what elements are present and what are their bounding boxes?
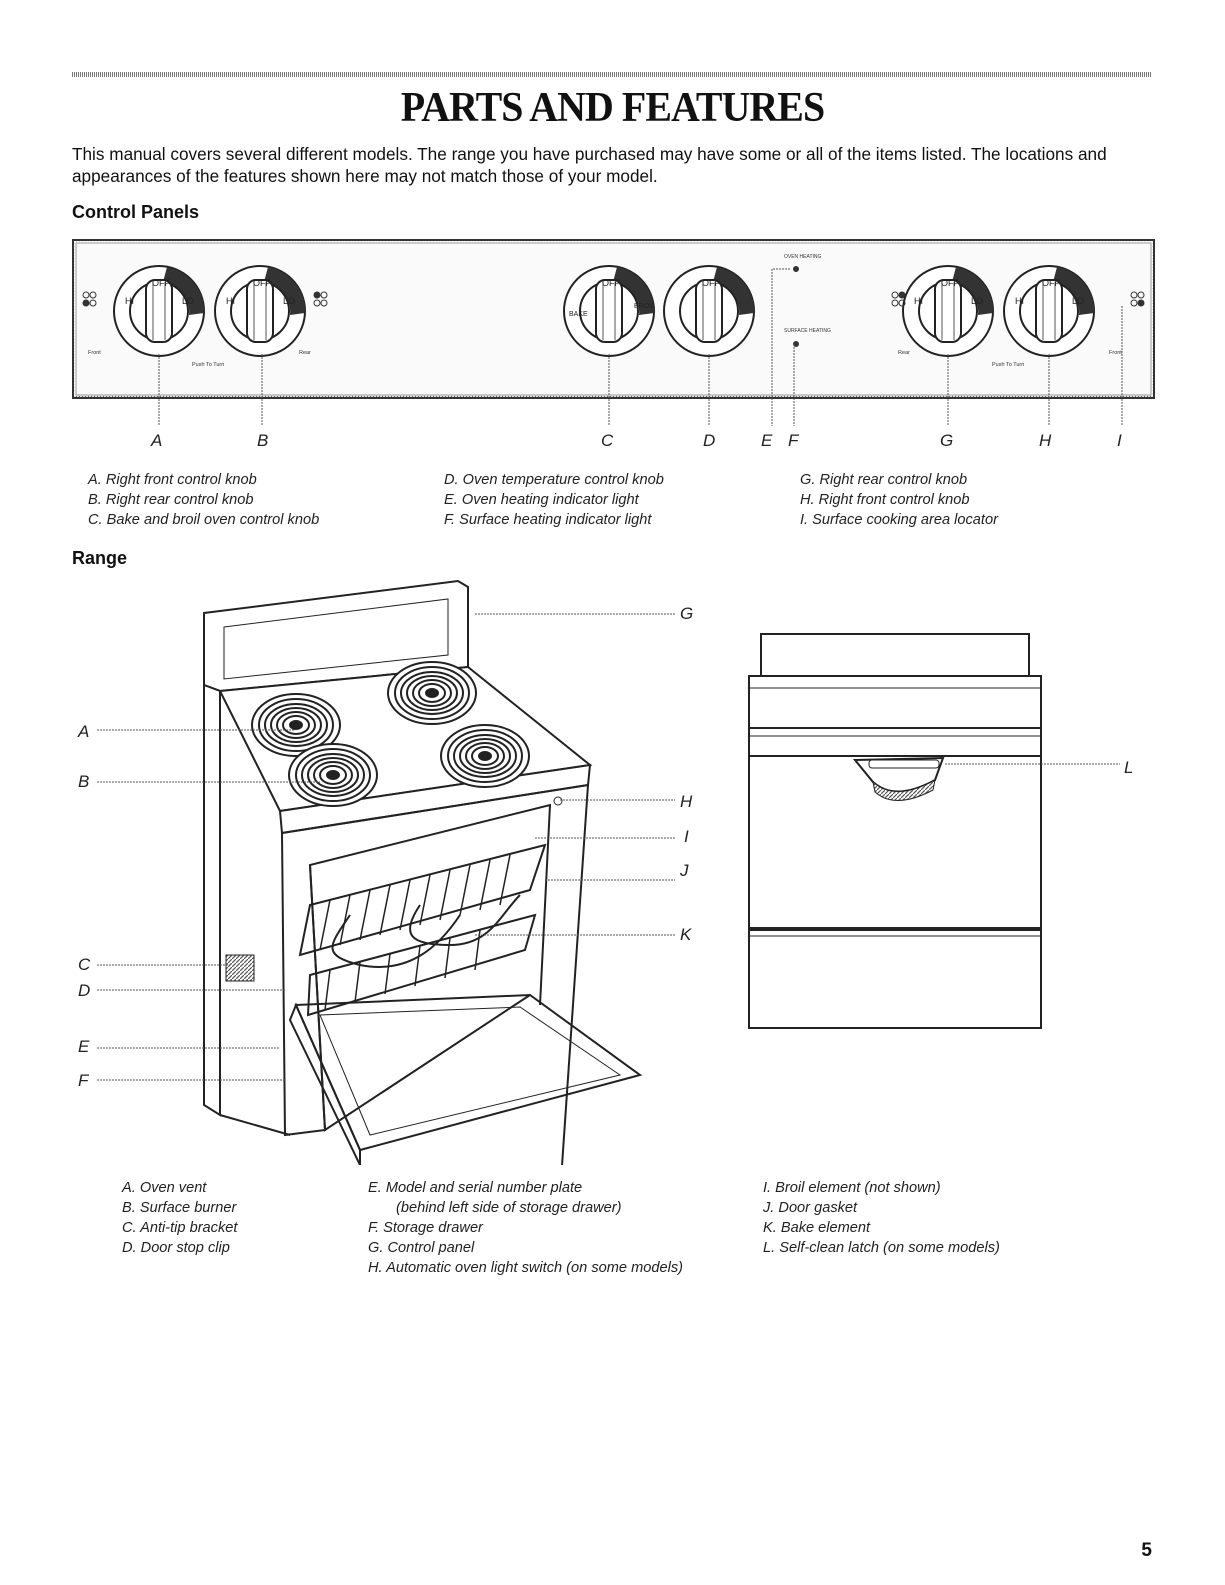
- cp-captions-col2: D. Oven temperature control knob E. Oven…: [444, 470, 664, 530]
- knob-b-off-label: OFF: [253, 278, 271, 288]
- caption-line: L. Self-clean latch (on some models): [763, 1240, 1000, 1256]
- surface-heating-label: SURFACE HEATING: [784, 328, 831, 334]
- range-captions-col1: A. Oven vent B. Surface burner C. Anti-t…: [122, 1178, 237, 1258]
- range-leader-lines: [97, 613, 675, 1081]
- caption-line: F. Storage drawer: [368, 1220, 483, 1236]
- knob-b-lo-label: LO: [283, 296, 295, 306]
- caption-line: D. Oven temperature control knob: [444, 472, 664, 488]
- knob-g-off-label: OFF: [941, 278, 959, 288]
- range-letter-j: J: [680, 861, 689, 880]
- caption-line: K. Bake element: [763, 1220, 871, 1236]
- knob-h-hi-label: HI: [1015, 296, 1024, 306]
- cp-letter-g: G: [940, 431, 954, 450]
- caption-line: I. Broil element (not shown): [763, 1180, 941, 1196]
- knob-c-bake-label: BAKE: [569, 311, 588, 318]
- cp-captions-col1: A. Right front control knob B. Right rea…: [88, 470, 319, 530]
- knob-c-broil-label: BROIL: [634, 303, 655, 310]
- caption-line: A. Oven vent: [122, 1180, 207, 1196]
- knob-b-hi-label: HI: [226, 296, 235, 306]
- caption-line: I. Surface cooking area locator: [800, 512, 998, 528]
- caption-line: A. Right front control knob: [88, 472, 257, 488]
- push-to-turn-left: Push To Turn: [192, 362, 224, 368]
- cp-letter-f: F: [788, 431, 799, 450]
- knob-g-hi-label: HI: [914, 296, 923, 306]
- caption-line: E. Oven heating indicator light: [444, 492, 639, 508]
- control-panels-heading: Control Panels: [72, 202, 200, 222]
- page-number: 5: [1141, 1540, 1152, 1561]
- cp-letter-c: C: [601, 431, 614, 450]
- range-heading: Range: [72, 548, 128, 568]
- caption-line: D. Door stop clip: [122, 1240, 230, 1256]
- range-letter-e: E: [78, 1037, 90, 1056]
- caption-line: F. Surface heating indicator light: [444, 512, 652, 528]
- caption-line: B. Right rear control knob: [88, 492, 254, 508]
- range-letter-b: B: [78, 772, 90, 791]
- range-letter-g: G: [680, 604, 694, 623]
- oven-heating-label: OVEN HEATING: [784, 254, 822, 260]
- range-letter-a: A: [78, 722, 90, 741]
- rear-label-right: Rear: [898, 350, 910, 356]
- cp-letter-i: I: [1117, 431, 1122, 450]
- range-front-view: [748, 633, 1120, 1029]
- rear-label-left: Rear: [299, 350, 311, 356]
- cp-letter-a: A: [151, 431, 163, 450]
- range-letter-d: D: [78, 981, 91, 1000]
- knob-a-off-label: OFF: [152, 278, 170, 288]
- knob-g-lo-label: LO: [971, 296, 983, 306]
- range-letter-f: F: [78, 1071, 89, 1090]
- cp-letter-d: D: [703, 431, 716, 450]
- caption-line: B. Surface burner: [122, 1200, 237, 1216]
- knob-h-off-label: OFF: [1042, 278, 1060, 288]
- cp-letter-h: H: [1039, 431, 1052, 450]
- range-letter-c: C: [78, 955, 91, 974]
- range-letter-h: H: [680, 792, 693, 811]
- caption-line: C. Anti-tip bracket: [122, 1220, 238, 1236]
- front-label-right: Front: [1109, 350, 1122, 356]
- push-to-turn-right: Push To Turn: [992, 362, 1024, 368]
- range-illustration: [203, 579, 643, 1165]
- caption-line: (behind left side of storage drawer): [396, 1200, 622, 1216]
- control-panel-illustration: OFF HI LO OFF HI LO OFF BAKE BROIL OFF O…: [72, 239, 1155, 426]
- caption-line: G. Control panel: [368, 1240, 475, 1256]
- caption-line: G. Right rear control knob: [800, 472, 968, 488]
- knob-d-off-label: OFF: [702, 278, 720, 288]
- range-captions-col2: E. Model and serial number plate (behind…: [368, 1178, 683, 1278]
- range-captions-col3: I. Broil element (not shown) J. Door gas…: [763, 1178, 1000, 1258]
- knob-h-lo-label: LO: [1072, 296, 1084, 306]
- caption-line: E. Model and serial number plate: [368, 1180, 583, 1196]
- cp-captions-col3: G. Right rear control knob H. Right fron…: [800, 470, 998, 530]
- front-label-left: Front: [88, 350, 101, 356]
- caption-line: J. Door gasket: [763, 1200, 858, 1216]
- top-rule: [72, 72, 1152, 77]
- range-letter-l: L: [1124, 758, 1134, 777]
- knob-c-off-label: OFF: [602, 278, 620, 288]
- range-letter-k: K: [680, 925, 692, 944]
- range-letter-i: I: [684, 827, 689, 846]
- intro-paragraph: This manual covers several different mod…: [72, 144, 1107, 186]
- caption-line: H. Right front control knob: [800, 492, 970, 508]
- caption-line: C. Bake and broil oven control knob: [88, 512, 320, 528]
- page-title: PARTS AND FEATURES: [400, 85, 825, 131]
- cp-letter-e: E: [761, 431, 773, 450]
- knob-a-hi-label: HI: [125, 296, 134, 306]
- cp-letter-b: B: [257, 431, 269, 450]
- caption-line: H. Automatic oven light switch (on some …: [368, 1260, 683, 1276]
- knob-a-lo-label: LO: [182, 296, 194, 306]
